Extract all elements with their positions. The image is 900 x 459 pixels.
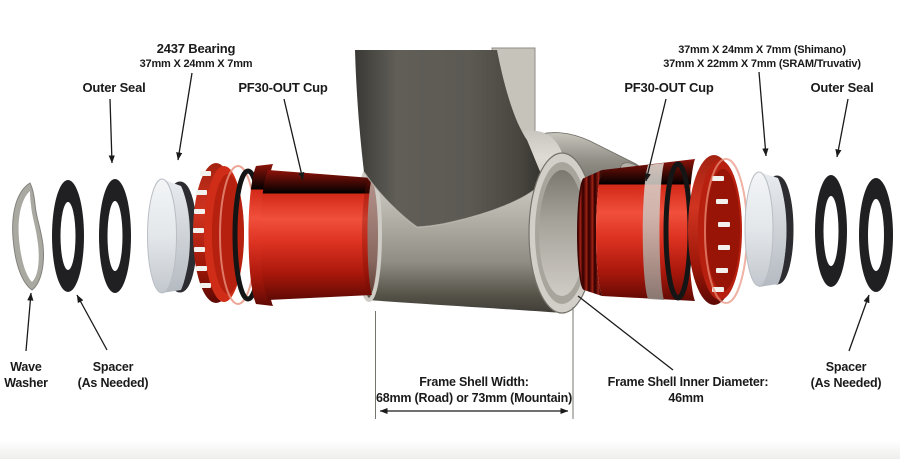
label-cup-right: PF30-OUT Cup (624, 80, 714, 95)
label-spacer-right-1: Spacer (826, 360, 867, 374)
tube-shell-seam (363, 171, 545, 228)
leader-spacer-left (76, 294, 108, 351)
floor-shadow (0, 441, 900, 459)
leader-bearing-right (758, 71, 769, 157)
bearing-right (744, 171, 794, 287)
label-outer-seal-right: Outer Seal (810, 80, 873, 95)
label-shell-width-2: 68mm (Road) or 73mm (Mountain) (376, 391, 572, 405)
outer-seal-left-ring (99, 179, 131, 293)
shell-opening (528, 152, 596, 314)
cup-right-splines (712, 176, 730, 292)
label-shell-id-2: 46mm (668, 391, 703, 405)
label-bearing-left-title: 2437 Bearing (157, 41, 236, 56)
leader-outer-seal-left (108, 98, 115, 164)
label-shell-width-1: Frame Shell Width: (419, 375, 529, 389)
cup-left-splines (193, 171, 211, 288)
leader-lines (25, 71, 870, 371)
leader-bearing-left (176, 72, 193, 161)
seat-tube (355, 50, 545, 228)
label-bearing-left-dims: 37mm X 24mm X 7mm (140, 58, 253, 70)
spacer-left-ring (52, 180, 84, 292)
leader-spacer-right (848, 294, 870, 352)
label-spacer-right-2: (As Needed) (811, 376, 882, 390)
leader-outer-seal-right (835, 98, 849, 158)
leader-cup-left (283, 98, 305, 181)
label-wave-washer-1: Wave (10, 360, 42, 374)
label-spacer-left-2: (As Needed) (78, 376, 149, 390)
leader-shell-inner-diameter (577, 295, 674, 371)
leader-wave-washer (25, 292, 34, 352)
pf30-cup-right (577, 155, 748, 305)
leader-cup-right (644, 98, 667, 182)
label-spacer-left-1: Spacer (93, 360, 134, 374)
label-shell-id-1: Frame Shell Inner Diameter: (608, 375, 769, 389)
shell-bore (539, 170, 585, 296)
label-outer-seal-left: Outer Seal (82, 80, 145, 95)
cup-left-cylinder (260, 170, 372, 300)
pf30-cup-left (193, 163, 378, 306)
cup-right-collar (642, 163, 664, 300)
bearing-left (147, 178, 197, 294)
label-bearing-right-shimano: 37mm X 24mm X 7mm (Shimano) (678, 44, 846, 56)
cup-right-threads (578, 170, 602, 296)
labels: 2437 Bearing 37mm X 24mm X 7mm Outer Sea… (4, 41, 881, 405)
label-bearing-right-sram: 37mm X 22mm X 7mm (SRAM/Truvativ) (663, 58, 861, 70)
wave-washer (12, 182, 44, 291)
label-wave-washer-2: Washer (4, 376, 48, 390)
label-cup-left: PF30-OUT Cup (238, 80, 328, 95)
spacer-right-ring (859, 178, 893, 292)
outer-seal-right-ring (815, 175, 847, 287)
shell-width-dimension (375, 307, 574, 419)
